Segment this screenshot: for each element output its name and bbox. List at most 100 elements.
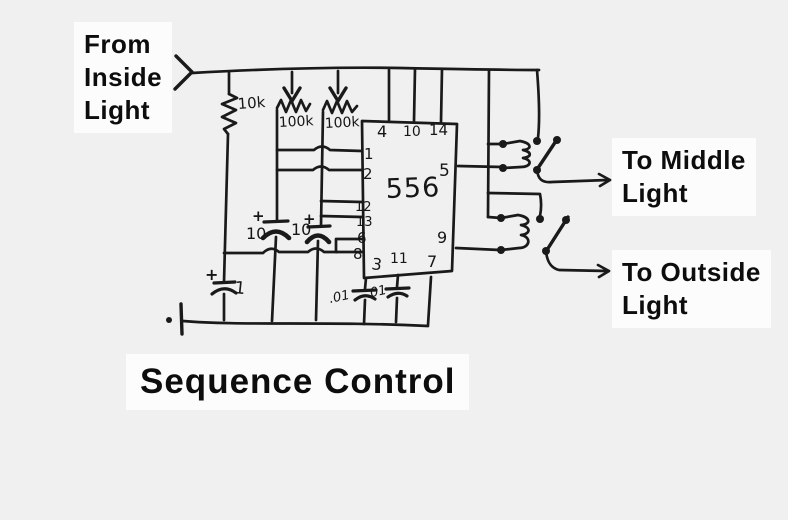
switch2-feed bbox=[486, 191, 543, 218]
pin-1: 1 bbox=[364, 145, 374, 163]
polarity-plus: + bbox=[205, 265, 218, 284]
relay-switch-2 bbox=[536, 215, 611, 279]
cap-plate-top bbox=[212, 280, 237, 285]
resistor-10k-branch: 10k bbox=[220, 70, 266, 284]
coil-squiggle bbox=[501, 139, 532, 170]
wire bbox=[314, 239, 320, 322]
switch-lever bbox=[543, 215, 570, 255]
cap-plate-bottom bbox=[260, 229, 292, 241]
trigger-wire bbox=[222, 237, 364, 255]
pin-4: 4 bbox=[377, 122, 387, 141]
ground-rail bbox=[166, 302, 430, 336]
wire bbox=[222, 132, 230, 284]
fixed-contact-dot bbox=[533, 137, 541, 145]
resistor-value: 10k bbox=[237, 93, 266, 113]
diagram-title: Sequence Control bbox=[126, 354, 470, 410]
pin-11: 11 bbox=[390, 251, 408, 267]
cap-plate-bottom bbox=[353, 294, 377, 302]
pot-zigzag bbox=[321, 99, 359, 115]
top-supply-rail bbox=[173, 54, 541, 91]
ic-top-wires bbox=[387, 67, 444, 124]
pin2-wire bbox=[275, 165, 364, 172]
cap-value: 10 bbox=[291, 220, 311, 239]
bottom-rail-wire bbox=[181, 319, 430, 328]
coil-terminal-dot bbox=[497, 214, 505, 222]
potentiometer-100k-1: 100k bbox=[275, 70, 315, 223]
relay-switch-1 bbox=[533, 136, 612, 188]
ic-left-wires bbox=[275, 145, 364, 219]
caption-line: Light bbox=[84, 95, 151, 125]
caption-line: To Middle bbox=[622, 145, 746, 175]
pot-zigzag bbox=[275, 98, 312, 114]
output-wire bbox=[544, 249, 609, 273]
pin-8: 8 bbox=[353, 245, 363, 263]
potentiometer-100k-2: 100k bbox=[319, 69, 361, 228]
pin6-8-connector-box bbox=[334, 237, 364, 254]
pin13-wire bbox=[319, 214, 364, 219]
pin12-wire bbox=[319, 199, 364, 204]
fixed-contact-dot bbox=[536, 215, 544, 223]
pin7-ground-wire bbox=[426, 275, 433, 327]
cap-plate-bottom bbox=[304, 233, 332, 245]
pin5-output-wire bbox=[456, 164, 504, 169]
wire-with-hops bbox=[222, 247, 339, 255]
pin1-wire bbox=[275, 145, 364, 153]
cap-value: 10 bbox=[246, 224, 266, 243]
pin-3: 3 bbox=[370, 254, 383, 274]
coil-squiggle bbox=[499, 213, 530, 252]
ic-outline bbox=[360, 119, 459, 280]
relay-coil-1 bbox=[456, 139, 532, 172]
pot-value: 100k bbox=[278, 113, 315, 131]
input-connector-arrow bbox=[173, 54, 194, 91]
wire bbox=[362, 298, 367, 326]
output-wire bbox=[535, 168, 610, 184]
capacitor-10uf-b: + 10 bbox=[291, 210, 332, 322]
cap-value: .01 bbox=[365, 283, 388, 302]
switch-lever bbox=[534, 136, 560, 173]
pin9-output-wire bbox=[454, 246, 502, 252]
capacitor-01uf-a: .01 bbox=[328, 276, 378, 326]
wire bbox=[395, 273, 400, 289]
polarity-plus: + bbox=[252, 207, 265, 225]
relay-supply-wires bbox=[486, 68, 543, 220]
caption-line: Light bbox=[622, 178, 689, 208]
arrowhead bbox=[597, 172, 612, 188]
caption-to-middle-light: To Middle Light bbox=[612, 138, 756, 216]
coil-terminal-dot bbox=[499, 140, 507, 148]
cap-plate-bottom bbox=[386, 291, 409, 299]
caption-line: Light bbox=[622, 290, 689, 320]
capacitor-10uf-a: + 10 bbox=[246, 207, 292, 323]
relay-coil-2 bbox=[454, 213, 530, 254]
cap-plate-top bbox=[351, 288, 378, 293]
ic-556: 556 4 10 14 1 2 12 13 6 8 5 9 3 11 7 bbox=[353, 119, 459, 280]
pin10-wire bbox=[412, 67, 417, 123]
arrowhead bbox=[596, 263, 611, 279]
cap-plate-bottom bbox=[210, 287, 238, 296]
top-rail-wire bbox=[190, 66, 541, 75]
cap-value: .01 bbox=[328, 288, 351, 307]
cap-plate-top bbox=[262, 219, 290, 224]
cap-value: 1 bbox=[233, 278, 246, 299]
cap-plate-top bbox=[306, 224, 332, 229]
caption-line: From bbox=[84, 29, 151, 59]
wire bbox=[394, 296, 399, 324]
wire bbox=[319, 110, 325, 228]
pin-2: 2 bbox=[363, 165, 373, 183]
wire bbox=[363, 276, 368, 291]
pin-13: 13 bbox=[356, 215, 373, 230]
ground-dot bbox=[166, 317, 172, 323]
pin-6: 6 bbox=[357, 229, 367, 247]
caption-to-outside-light: To Outside Light bbox=[612, 250, 771, 328]
caption-line: Inside bbox=[84, 62, 163, 92]
caption-line: To Outside bbox=[622, 257, 761, 287]
pin-9: 9 bbox=[437, 228, 447, 247]
ground-tick bbox=[179, 302, 184, 336]
pin-14: 14 bbox=[429, 121, 448, 139]
ic-label: 556 bbox=[385, 172, 441, 205]
cap-plate-top bbox=[384, 286, 411, 291]
pin-12: 12 bbox=[355, 200, 372, 215]
pin-7: 7 bbox=[427, 252, 437, 271]
pot-value: 100k bbox=[324, 114, 361, 132]
resistor-zigzag bbox=[220, 92, 239, 136]
